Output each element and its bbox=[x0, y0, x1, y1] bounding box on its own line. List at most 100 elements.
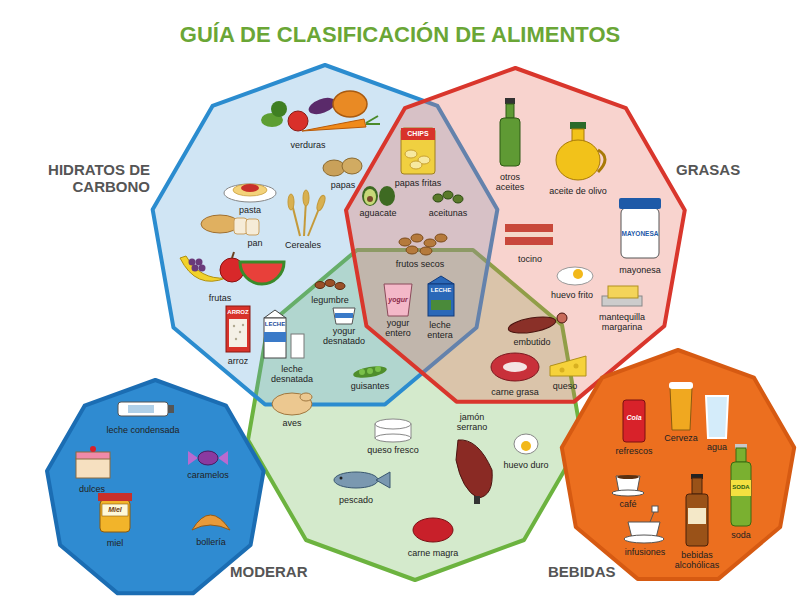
skim-milk-drawing bbox=[264, 310, 304, 358]
soft-drink-drawing bbox=[623, 400, 645, 442]
region-outline bbox=[544, 346, 798, 584]
skim-milk-drawing bbox=[264, 332, 286, 342]
olives-drawing bbox=[453, 195, 463, 203]
food-label: carne grasa bbox=[491, 387, 539, 397]
package-text: Cola bbox=[626, 414, 641, 421]
cake-drawing bbox=[90, 446, 96, 452]
coffee-drawing bbox=[617, 475, 639, 479]
food-label: queso fresco bbox=[367, 445, 419, 455]
bacon-drawing bbox=[505, 232, 553, 237]
food-label: mantequilla margarina bbox=[594, 312, 650, 333]
food-label: infusiones bbox=[625, 547, 666, 557]
pasta-drawing bbox=[233, 184, 267, 196]
vegetables-drawing bbox=[306, 95, 337, 118]
fish-drawing bbox=[334, 472, 378, 488]
food-label: refrescos bbox=[615, 446, 652, 456]
food-label: queso bbox=[553, 381, 578, 391]
bread-drawing bbox=[201, 215, 239, 233]
oil-bottle-drawing bbox=[500, 118, 520, 166]
fruits-drawing bbox=[192, 265, 199, 272]
cheese-drawing bbox=[574, 364, 579, 369]
coffee-drawing bbox=[612, 475, 644, 496]
skim-yogurt-drawing bbox=[333, 308, 355, 324]
nuts-drawing bbox=[411, 234, 423, 242]
drinks-region: BEBIDAS bbox=[544, 346, 798, 584]
rice-box-drawing bbox=[239, 331, 241, 333]
soda-bottle-drawing bbox=[736, 448, 746, 462]
oil-bottle-drawing bbox=[506, 104, 514, 118]
food-label: bollería bbox=[196, 537, 226, 547]
olives-drawing bbox=[433, 194, 443, 202]
coffee-drawing bbox=[616, 476, 640, 492]
bacon-drawing bbox=[505, 224, 553, 232]
wheat-drawing bbox=[292, 204, 300, 236]
condensed-milk-drawing bbox=[128, 405, 154, 413]
food-label: aceitunas bbox=[429, 208, 468, 218]
region-heading: HIDRATOS DE CARBONO bbox=[40, 161, 150, 196]
pasta-drawing bbox=[224, 184, 276, 202]
rice-box-drawing bbox=[226, 306, 250, 352]
food-label: aguacate bbox=[359, 208, 396, 218]
honey-jar-drawing bbox=[98, 493, 132, 532]
food-label: café bbox=[619, 499, 636, 509]
food-label: caramelos bbox=[187, 470, 229, 480]
package-text: ARROZ bbox=[227, 309, 248, 315]
bread-drawing bbox=[201, 215, 259, 235]
whole-milk-drawing bbox=[428, 284, 454, 316]
food-label: Cerveza bbox=[664, 433, 698, 443]
olives-drawing bbox=[443, 191, 453, 199]
liquor-drawing bbox=[686, 474, 708, 546]
rice-box-drawing bbox=[235, 338, 237, 340]
cheese-drawing bbox=[560, 368, 565, 373]
fruits-drawing bbox=[196, 259, 203, 266]
oil-bottle-drawing bbox=[505, 98, 515, 104]
cheese-drawing bbox=[550, 356, 586, 376]
butter-drawing bbox=[602, 286, 642, 306]
food-label: agua bbox=[707, 442, 727, 452]
tea-drawing bbox=[650, 512, 654, 522]
chips-bag-drawing bbox=[401, 128, 435, 174]
peas-drawing bbox=[367, 368, 373, 374]
package-text: SODA bbox=[732, 484, 749, 490]
vegetables-drawing bbox=[302, 119, 366, 131]
food-label: carne magra bbox=[408, 548, 459, 558]
food-label: mayonesa bbox=[619, 265, 661, 275]
water-drawing bbox=[706, 396, 728, 438]
candy-drawing bbox=[198, 451, 218, 465]
nuts-drawing bbox=[424, 239, 436, 247]
ham-drawing bbox=[456, 440, 492, 498]
food-label: leche desnatada bbox=[267, 364, 317, 385]
food-label: guisantes bbox=[351, 381, 390, 391]
bread-drawing bbox=[246, 219, 259, 235]
region-heading: BEBIDAS bbox=[548, 563, 624, 580]
nuts-drawing bbox=[399, 234, 447, 255]
soda-bottle-drawing bbox=[731, 444, 751, 526]
peas-drawing bbox=[352, 364, 387, 380]
oil-bottle-drawing bbox=[500, 98, 520, 166]
whole-milk-drawing bbox=[428, 276, 454, 316]
soda-bottle-drawing bbox=[731, 480, 751, 496]
croissant-drawing bbox=[192, 515, 230, 530]
food-label: Cereales bbox=[285, 240, 321, 250]
boiled-egg-drawing bbox=[514, 434, 538, 454]
olives-drawing bbox=[433, 191, 463, 203]
whole-yogurt-drawing bbox=[384, 284, 412, 316]
food-label: embutido bbox=[513, 337, 550, 347]
vegetables-drawing bbox=[261, 113, 283, 127]
tea-drawing bbox=[652, 506, 658, 512]
pasta-drawing bbox=[241, 184, 259, 192]
potatoes-drawing bbox=[323, 158, 362, 176]
region-polygon bbox=[47, 380, 264, 593]
mayonnaise-drawing bbox=[621, 208, 659, 258]
nuts-drawing bbox=[420, 247, 432, 255]
bacon-drawing bbox=[505, 237, 553, 245]
avocado-drawing bbox=[364, 189, 376, 205]
avocado-drawing bbox=[367, 196, 373, 202]
legumes-drawing bbox=[315, 280, 345, 290]
skim-milk-drawing bbox=[264, 310, 286, 318]
cheese-drawing bbox=[550, 356, 586, 376]
poultry-drawing bbox=[272, 393, 312, 415]
region-heading: GRASAS bbox=[676, 161, 766, 178]
legumes-drawing bbox=[315, 282, 325, 289]
